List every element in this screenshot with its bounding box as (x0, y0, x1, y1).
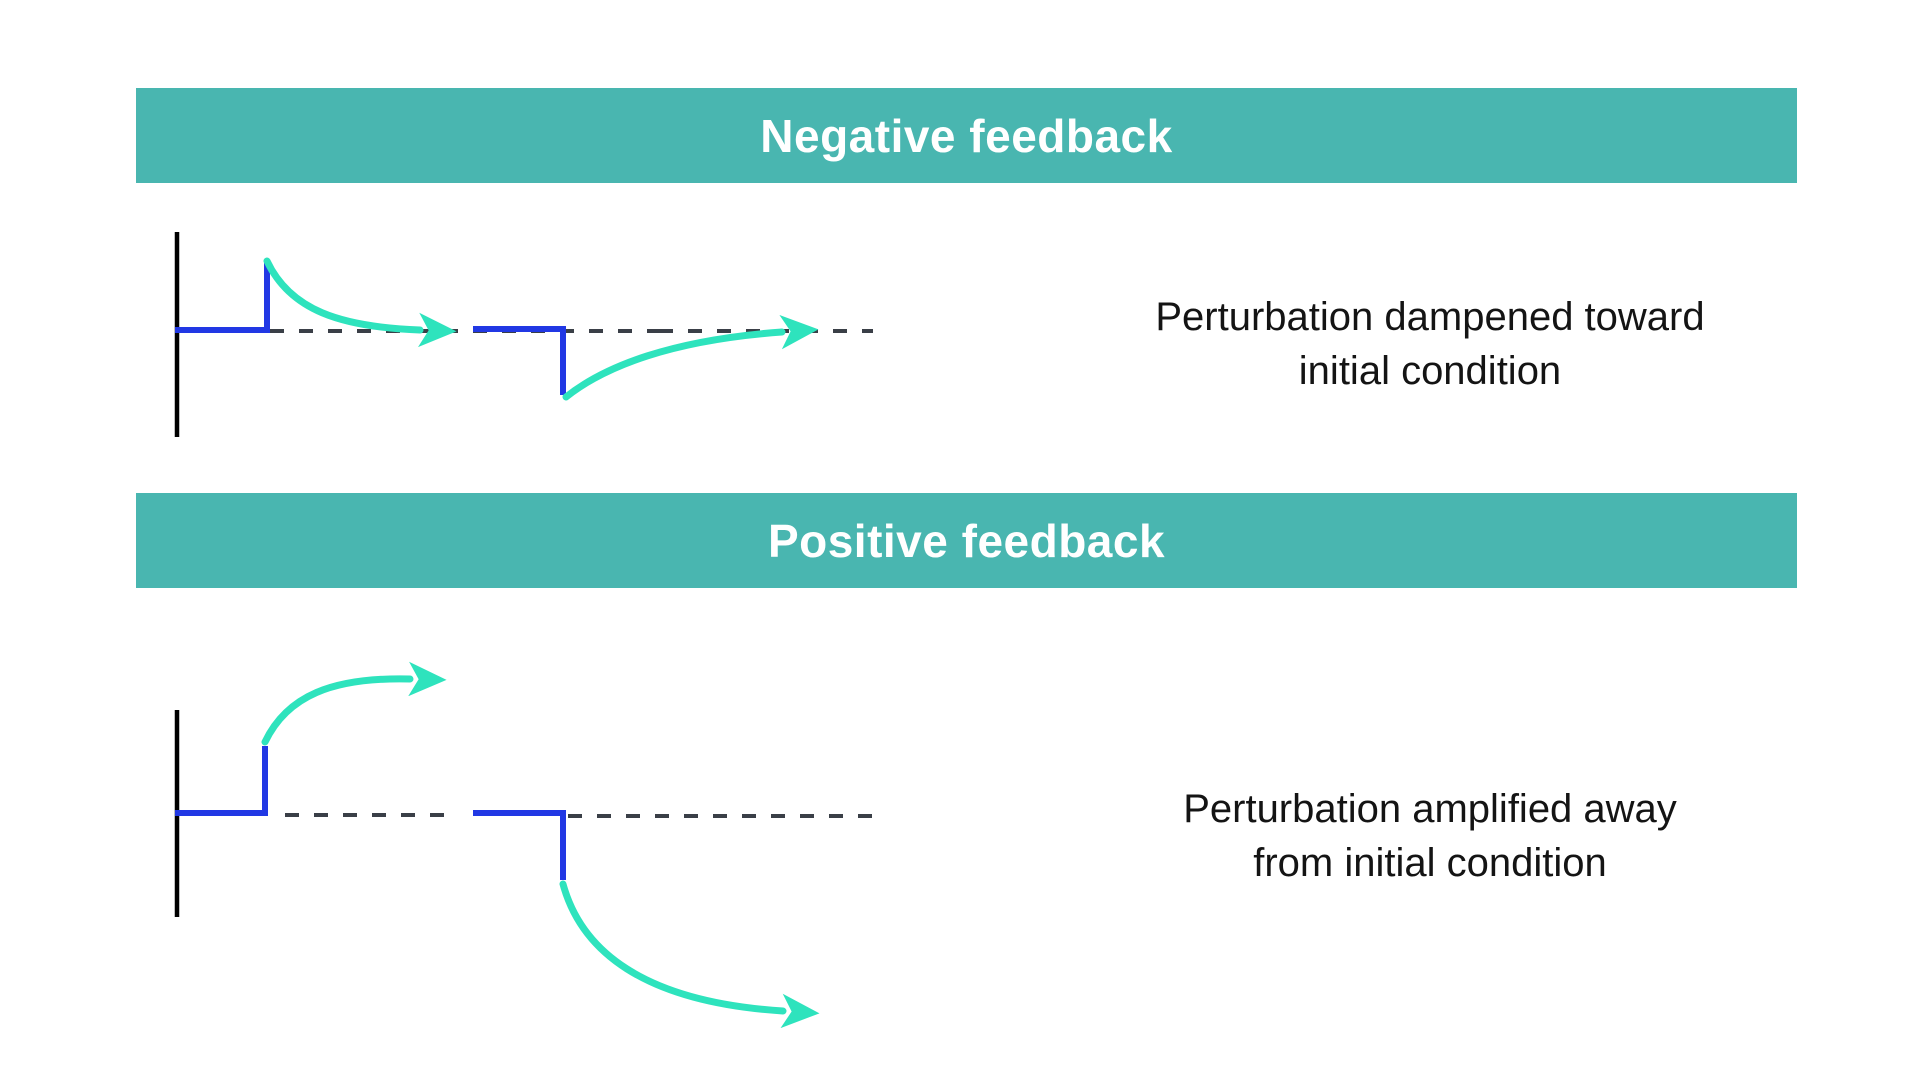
positive-amplify-down-arrow (559, 880, 820, 1029)
positive-feedback-plot (174, 661, 873, 1029)
negative-recovery-arrow (562, 314, 819, 401)
negative-feedback-band-label: Negative feedback (760, 109, 1173, 162)
positive-signal-step-up (175, 746, 268, 816)
positive-caption-line2: from initial condition (1253, 841, 1607, 885)
negative-caption-line1: Perturbation dampened toward (1155, 295, 1705, 339)
positive-feedback-caption: Perturbation amplified away from initial… (1070, 782, 1790, 890)
negative-feedback-band: Negative feedback (136, 88, 1797, 183)
positive-feedback-band-label: Positive feedback (767, 514, 1166, 567)
negative-feedback-caption: Perturbation dampened toward initial con… (1070, 290, 1790, 398)
negative-feedback-plot (174, 232, 873, 437)
negative-caption-line2: initial condition (1298, 349, 1562, 393)
positive-amplify-up-arrow (261, 661, 447, 746)
negative-signal-step-up (175, 262, 270, 333)
positive-signal-step-down (473, 810, 566, 880)
negative-signal-step-down (473, 326, 566, 395)
positive-feedback-band: Positive feedback (136, 493, 1797, 588)
positive-caption-line1: Perturbation amplified away (1183, 787, 1677, 831)
negative-damping-arrow (263, 257, 457, 348)
